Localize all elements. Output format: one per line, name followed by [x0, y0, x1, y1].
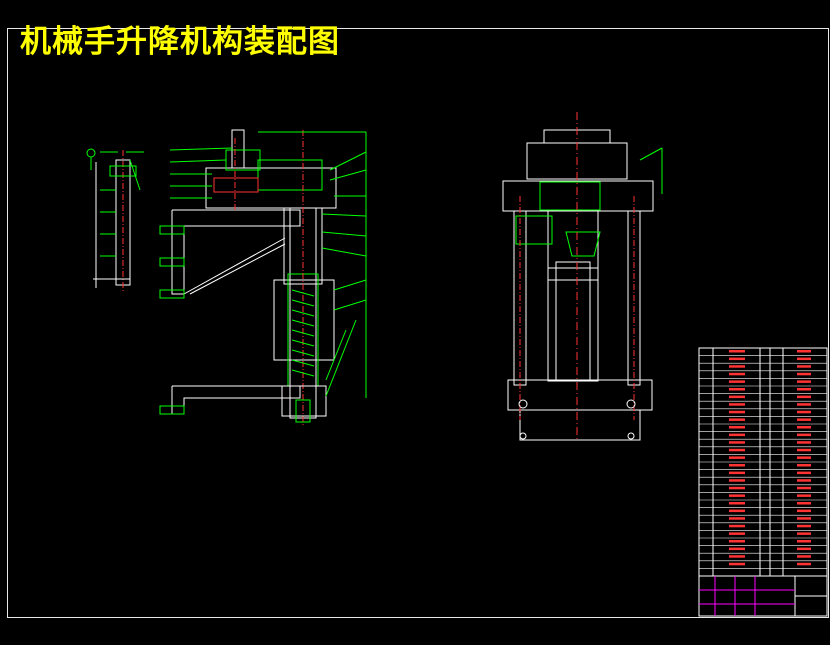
parts-list-rows [699, 350, 827, 569]
table-row-mark [729, 471, 745, 475]
table-row-mark [729, 380, 745, 383]
table-row-mark [729, 547, 745, 551]
table-row-mark [729, 426, 745, 429]
drawing-title: 机械手升降机构装配图 [20, 24, 340, 60]
side-view-detail [86, 148, 144, 292]
table-row-mark [729, 350, 745, 353]
table-row-mark [797, 509, 811, 513]
table-row-mark [729, 418, 745, 421]
table-row-mark [729, 365, 745, 368]
table-row-mark [729, 524, 745, 528]
table-row-mark [729, 357, 745, 361]
table-row-mark [797, 524, 811, 528]
table-row-mark [797, 395, 811, 399]
table-row-mark [729, 433, 745, 437]
table-row-mark [729, 410, 745, 414]
table-row-mark [797, 555, 811, 558]
table-row-mark [797, 418, 811, 421]
table-row-mark [797, 410, 811, 414]
table-row-mark [797, 380, 811, 383]
table-row-mark [797, 372, 811, 376]
table-row-mark [729, 372, 745, 376]
front-view-main [502, 112, 663, 441]
table-row-mark [797, 350, 811, 353]
table-row-mark [729, 562, 745, 566]
table-row-mark [797, 547, 811, 551]
table-row-mark [729, 395, 745, 399]
table-row-mark [797, 448, 811, 452]
table-row-mark [797, 471, 811, 475]
table-row-mark [729, 509, 745, 513]
table-row-mark [797, 456, 811, 459]
table-row-mark [797, 494, 811, 497]
table-row-mark [797, 441, 811, 444]
table-row-mark [797, 433, 811, 437]
table-row-mark [729, 532, 745, 535]
table-row-mark [729, 502, 745, 505]
table-row-mark [797, 562, 811, 566]
table-row-mark [729, 540, 745, 543]
table-row-mark [729, 388, 745, 391]
table-row-mark [729, 448, 745, 452]
table-row-mark [729, 464, 745, 467]
table-row-mark [729, 486, 745, 490]
table-row-mark [797, 365, 811, 368]
table-row-mark [797, 486, 811, 490]
table-row-mark [797, 388, 811, 391]
table-row-mark [797, 540, 811, 543]
table-row-mark [729, 555, 745, 558]
table-row-mark [729, 403, 745, 406]
section-view-main [159, 129, 367, 426]
table-row-mark [797, 479, 811, 482]
title-block [698, 575, 828, 617]
drawing-border [7, 28, 829, 618]
table-row-mark [797, 532, 811, 535]
table-row-mark [729, 494, 745, 497]
table-row-mark [729, 479, 745, 482]
table-row-mark [729, 441, 745, 444]
table-row-mark [797, 403, 811, 406]
table-row-mark [797, 426, 811, 429]
table-row-mark [729, 517, 745, 520]
table-row-mark [797, 502, 811, 505]
table-row-mark [729, 456, 745, 459]
table-row-mark [797, 517, 811, 520]
table-row-mark [797, 357, 811, 361]
table-row-mark [797, 464, 811, 467]
